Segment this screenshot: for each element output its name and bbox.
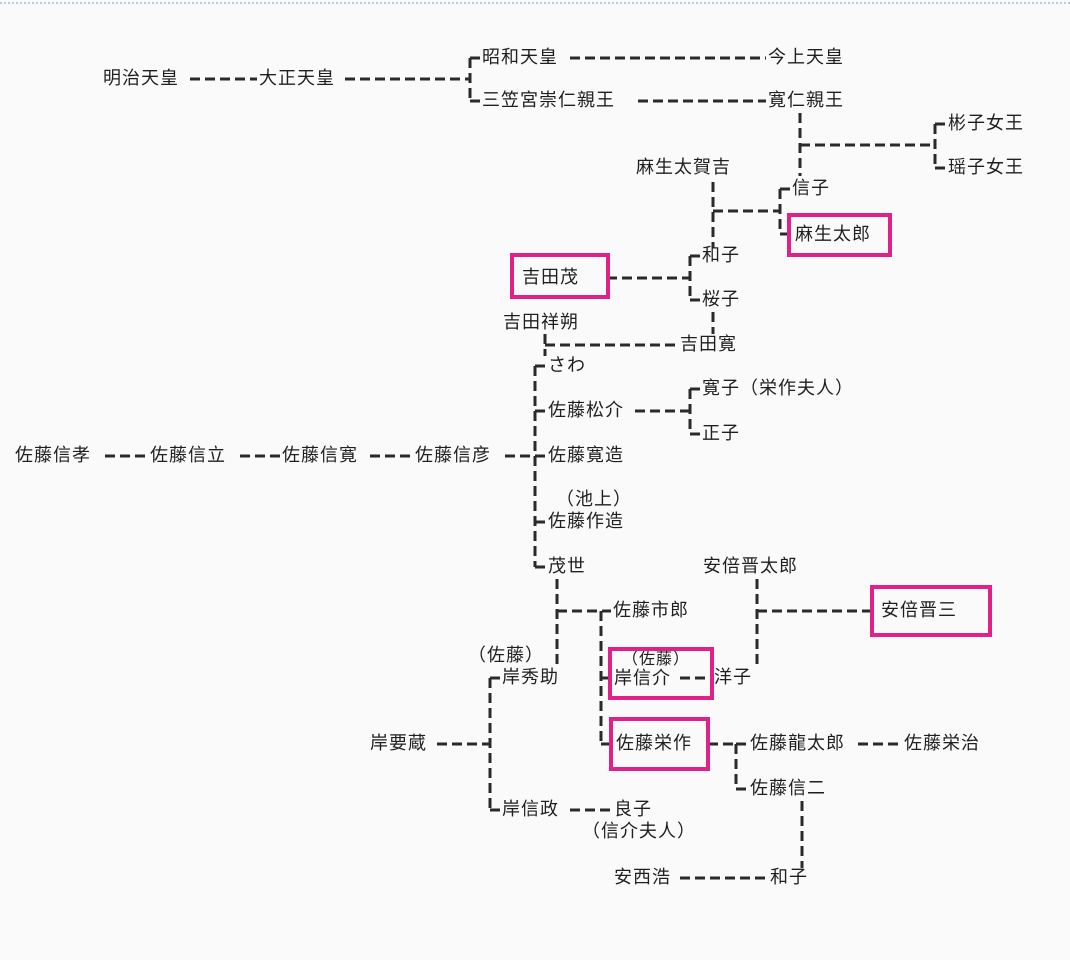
person-meiji: 明治天皇 [103,68,179,89]
highlight-kishi-nobusuke [608,647,714,700]
person-aso-takakichi: 麻生太賀吉 [636,157,731,178]
person-akiko: 彬子女王 [948,113,1024,134]
person-masako: 正子 [702,423,740,444]
person-kishi-hidesuke: 岸秀助 [502,667,559,688]
person-kishi-nobumasa: 岸信政 [502,799,559,820]
person-taisho: 大正天皇 [259,68,335,89]
highlight-aso-taro [787,213,892,257]
person-sato-nobuhiro: 佐藤信寛 [282,445,358,466]
highlight-abe-shinzo [870,585,992,637]
person-sato-nobutaka: 佐藤信孝 [15,445,91,466]
person-moyo: 茂世 [548,556,586,577]
person-showa: 昭和天皇 [482,47,558,68]
person-sato-shinji: 佐藤信二 [750,778,826,799]
person-nobuko: 信子 [792,178,830,199]
person-abe-shinzo: 安倍晋三 [881,600,957,621]
highlight-yoshida-shigeru [510,253,610,299]
label-nobusuke-wife: （信介夫人） [582,821,696,842]
highlight-sato-eisaku [609,717,710,771]
person-yoshida-shoichi: 吉田祥朔 [503,312,579,333]
person-sato-sakuzo: 佐藤作造 [548,511,624,532]
person-sato-hirozo: 佐藤寛造 [548,445,624,466]
person-abe-kantaro: 安倍晋太郎 [703,556,798,577]
person-anzai-hiroshi: 安西浩 [614,867,671,888]
person-sato-matsusuke: 佐藤松介 [548,400,624,421]
person-sato-nobutatsu: 佐藤信立 [150,445,226,466]
person-yoshiko: 良子 [614,799,652,820]
label-sato-2: （佐藤） [622,649,691,668]
person-kinjo: 今上天皇 [768,47,844,68]
person-sato-ichiro: 佐藤市郎 [613,600,689,621]
person-aso-taro: 麻生太郎 [795,224,871,245]
person-sato-ryutaro: 佐藤龍太郎 [750,733,845,754]
person-yoko-abe: 洋子 [714,667,752,688]
person-sawa: さわ [548,355,586,376]
person-yoshida-hiroshi: 吉田寛 [680,334,737,355]
person-yoshida-shigeru: 吉田茂 [522,267,579,288]
person-tomohito: 寛仁親王 [768,90,844,111]
person-yoko-princess: 瑶子女王 [948,157,1024,178]
top-dotted-border [0,2,1070,4]
person-hiroko: 寛子（栄作夫人） [702,378,854,399]
label-ikegami: （池上） [556,489,632,510]
person-sato-eiji: 佐藤栄治 [904,733,980,754]
person-sakurako: 桜子 [702,289,740,310]
person-sato-eisaku: 佐藤栄作 [616,733,692,754]
person-sato-nobuhiko: 佐藤信彦 [415,445,491,466]
person-kishi-nobusuke: 岸信介 [614,668,671,689]
person-mikasa: 三笠宮崇仁親王 [482,90,615,111]
person-kazuko-sato: 和子 [770,867,808,888]
person-kazuko-yoshida: 和子 [702,245,740,266]
label-sato-1: （佐藤） [468,645,544,666]
person-kishi-yozo: 岸要蔵 [370,733,427,754]
